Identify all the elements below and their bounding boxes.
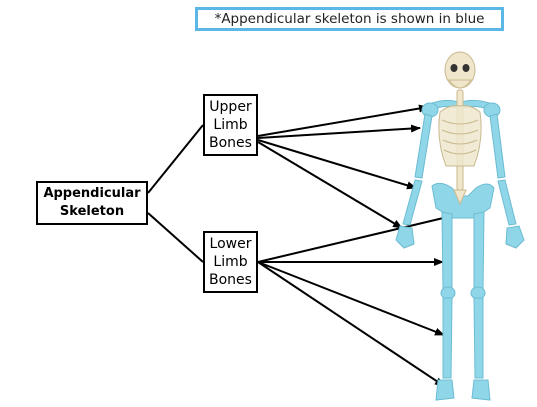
tree-line-lower — [147, 212, 204, 263]
root-label-line1: Appendicular — [43, 186, 141, 201]
left-femur — [441, 211, 453, 291]
lower-label-line3: Bones — [209, 272, 252, 288]
left-forearm — [402, 179, 423, 226]
ribcage — [438, 105, 482, 167]
sacrum — [453, 189, 467, 206]
left-tibia — [442, 297, 453, 379]
upper-label-line3: Bones — [209, 135, 252, 151]
arrow-foot — [257, 261, 445, 387]
tree-line-upper — [147, 124, 204, 194]
lower-limb-box: Lower Limb Bones — [203, 231, 258, 293]
left-hand — [395, 225, 415, 249]
arrow-shoulder — [257, 104, 429, 137]
jaw — [448, 79, 472, 89]
arrow-humerus — [257, 124, 421, 139]
left-foot — [435, 379, 455, 401]
eye-right — [462, 64, 470, 72]
upper-limb-box: Upper Limb Bones — [203, 94, 258, 156]
right-knee — [470, 286, 486, 300]
right-tibia — [473, 297, 484, 379]
root-label-line2: Skeleton — [59, 204, 125, 219]
lower-label-line2: Limb — [213, 254, 248, 270]
eye-left — [450, 64, 458, 72]
right-femur — [473, 211, 485, 291]
right-foot — [471, 379, 491, 401]
upper-label-line1: Upper — [209, 99, 252, 115]
right-forearm — [497, 179, 517, 226]
left-humerus — [414, 113, 433, 179]
left-knee — [440, 286, 456, 300]
arrow-pelvis — [257, 213, 457, 263]
right-hand — [505, 225, 525, 249]
upper-label-line2: Limb — [213, 117, 248, 133]
arrow-tibia — [257, 261, 445, 336]
appendicular-skeleton-box: Appendicular Skeleton — [36, 181, 148, 225]
rib-lines — [441, 119, 479, 155]
legend-note: *Appendicular skeleton is shown in blue — [195, 7, 504, 31]
lower-label-line1: Lower — [209, 236, 252, 252]
arrow-hand — [257, 141, 403, 229]
pelvis — [431, 182, 495, 219]
right-humerus — [489, 113, 506, 179]
skeleton-illustration — [395, 51, 525, 401]
arrow-forearm — [257, 139, 417, 190]
